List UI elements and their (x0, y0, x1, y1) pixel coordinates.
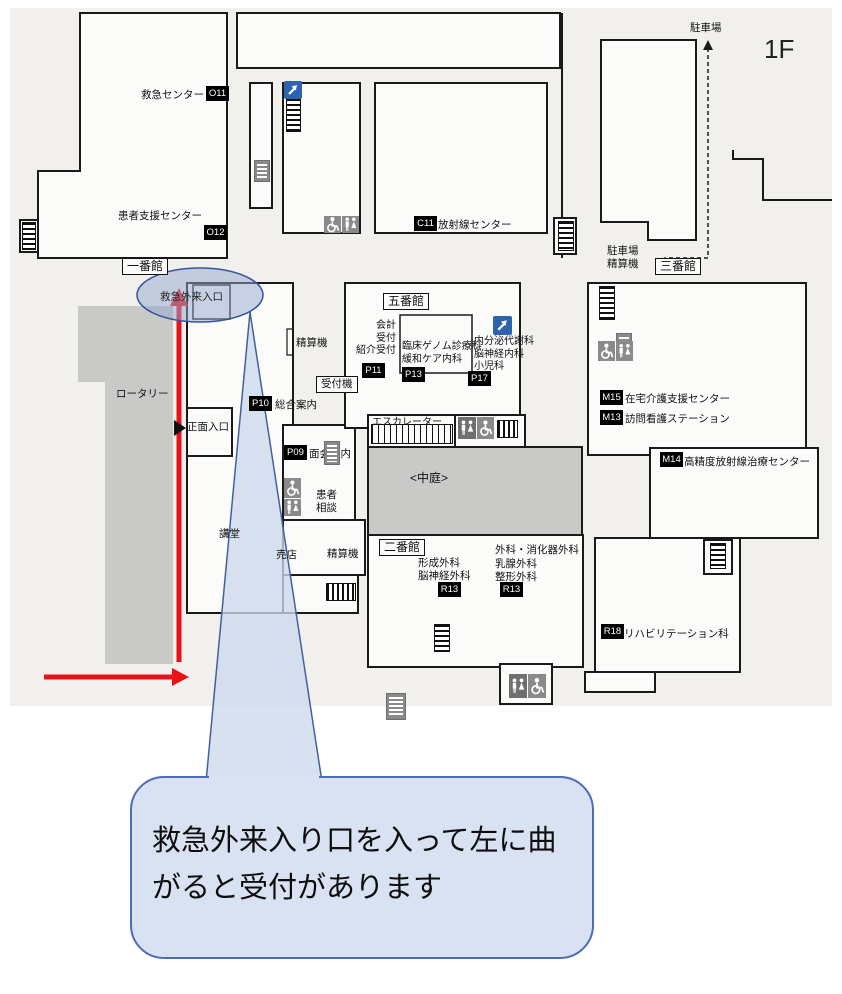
hall2-label: 二番館 (379, 539, 426, 556)
chip-o11: O11 (206, 86, 229, 101)
building-outlines (19, 12, 832, 705)
toilet-icon (284, 499, 301, 516)
highlight-ellipse (136, 267, 264, 323)
parking-arrow-up (703, 40, 713, 50)
parking-pay-machine-label: 駐車場 精算機 (607, 245, 639, 270)
radiotherapy-label: 高精度放射線治療センター (684, 456, 810, 468)
callout-balloon-join (209, 774, 319, 780)
general-info-label: 総合案内 (275, 399, 317, 411)
callout-balloon-text: 救急外来入り口を入って左に曲 がると受付があります (152, 825, 557, 904)
emergency-center-label: 救急センター (141, 89, 204, 101)
lecture-hall-label: 講堂 (219, 528, 240, 540)
pay-machine-lower-label: 精算機 (327, 548, 359, 560)
stairs-icon (599, 286, 615, 320)
red-route-horizontal-head (172, 668, 189, 686)
stairs-icon (710, 543, 726, 569)
main-entrance-label: 正面入口 (187, 421, 229, 433)
callout-balloon: 救急外来入り口を入って左に曲 がると受付があります (130, 776, 594, 959)
elevator-icon (284, 81, 302, 99)
rotary-area (78, 306, 173, 664)
chip-p11: P11 (362, 363, 385, 378)
plastic-neuro-label: 形成外科 脳神経外科 (418, 557, 471, 582)
stairs-icon (434, 624, 450, 652)
parking-label: 駐車場 (690, 22, 722, 34)
chip-o12: O12 (204, 225, 227, 240)
chip-r13-right: R13 (500, 582, 523, 597)
home-care-label: 在宅介護支援センター (625, 393, 730, 405)
chip-p09: P09 (284, 445, 307, 460)
ticket-machine-icon (386, 693, 406, 720)
hall5-label: 五番館 (383, 293, 430, 310)
escalator-icon (371, 424, 453, 444)
chip-m15: M15 (600, 390, 623, 405)
wheelchair-icon (528, 674, 546, 698)
emergency-entrance-label: 救急外来入口 (160, 291, 223, 303)
elevator-icon (493, 316, 512, 335)
radiation-center-label: 放射線センター (438, 219, 512, 231)
toilet-icon (458, 417, 476, 439)
hall1-label: 一番館 (122, 258, 169, 275)
toilet-icon (342, 216, 359, 233)
hall3-label: 三番館 (655, 258, 702, 275)
chip-c11: C11 (414, 216, 437, 231)
stairs-icon (326, 583, 356, 601)
chip-r18: R18 (601, 624, 624, 639)
chip-r13-left: R13 (438, 582, 461, 597)
chip-m14: M14 (660, 452, 683, 467)
genome-palliative-label: 臨床ゲノム診療科 緩和ケア内科 (402, 341, 482, 365)
floor-label: 1F (764, 34, 795, 64)
rotary-label: ロータリー (116, 388, 169, 400)
stairs-icon (558, 221, 574, 251)
endocrine-neuro-ped-label: 内分泌代謝科 脳神経内科 小児科 (474, 336, 534, 372)
toilet-icon (509, 674, 527, 698)
chip-p10: P10 (249, 396, 272, 411)
chip-m13: M13 (600, 410, 623, 425)
elevator-icon (254, 160, 270, 182)
stairs-icon (497, 420, 518, 438)
main-entrance-pointer (174, 420, 186, 436)
surgery-group-label: 外科・消化器外科 乳腺外科 整形外科 (495, 544, 579, 583)
accounting-reception-label: 会計 受付 紹介受付 (356, 320, 396, 356)
shop-label: 売店 (276, 549, 297, 561)
chip-p17: P17 (468, 371, 491, 386)
patient-support-label: 患者支援センター (118, 210, 202, 222)
wheelchair-icon (284, 478, 301, 498)
patient-consult-label: 患者 相談 (316, 489, 337, 514)
escalator-label: エスカレーター (372, 417, 442, 428)
stairs-icon (22, 222, 36, 250)
rehabilitation-label: リハビリテーション科 (624, 628, 729, 640)
pay-machine-upper-label: 精算機 (296, 337, 328, 349)
chip-p13: P13 (402, 367, 425, 382)
visiting-nurse-label: 訪問看護ステーション (625, 413, 730, 425)
wheelchair-icon (477, 417, 494, 439)
ticket-machine-icon (324, 441, 340, 465)
wheelchair-icon (598, 341, 615, 361)
courtyard-label: <中庭> (410, 471, 449, 485)
reception-machine-label: 受付機 (316, 376, 358, 393)
toilet-icon (616, 341, 633, 361)
wheelchair-icon (324, 216, 341, 233)
stairs-icon (286, 98, 301, 132)
